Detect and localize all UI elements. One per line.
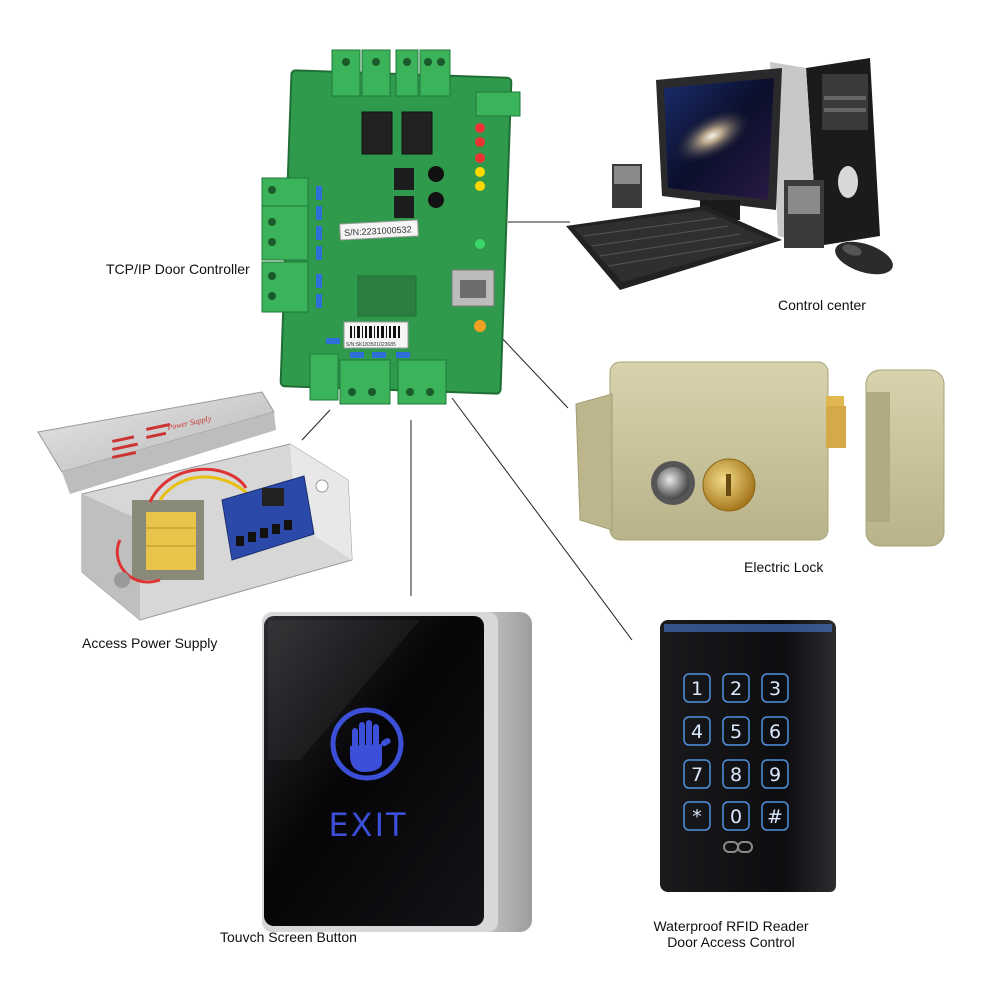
svg-text:5: 5 — [730, 721, 742, 743]
line-to-rfid-reader — [451, 397, 633, 641]
label-rfid-line1: Waterproof RFID Reader — [653, 918, 809, 934]
electric-lock — [575, 361, 945, 547]
control-center-pc — [566, 58, 893, 290]
label-controller: TCP/IP Door Controller — [106, 261, 250, 277]
rfid-reader — [660, 620, 836, 892]
line-to-power-supply — [301, 409, 331, 441]
keypad-key-0: 0 — [722, 801, 750, 831]
svg-text:#: # — [767, 806, 783, 828]
svg-text:7: 7 — [691, 764, 703, 786]
keypad-key-2: 2 — [722, 673, 750, 703]
keypad-key-3: 3 — [761, 673, 789, 703]
keypad-key-5: 5 — [722, 716, 750, 746]
svg-text:0: 0 — [730, 806, 742, 828]
label-electric-lock: Electric Lock — [744, 559, 824, 575]
exit-touch-button — [262, 612, 532, 932]
svg-text:6: 6 — [769, 721, 781, 743]
svg-text:9: 9 — [769, 764, 781, 786]
line-to-electric-lock — [499, 335, 569, 409]
svg-text:2: 2 — [730, 678, 742, 700]
hand-icon — [350, 720, 391, 772]
keypad-key-1: 1 — [683, 673, 711, 703]
keypad-key-hash: # — [761, 801, 789, 831]
svg-text:1: 1 — [691, 678, 703, 700]
board-barcode-text: S/N:SK183501023685 — [346, 342, 396, 348]
svg-text:8: 8 — [730, 764, 742, 786]
keypad-key-6: 6 — [761, 716, 789, 746]
controller-board — [261, 49, 521, 405]
svg-text:3: 3 — [769, 678, 781, 700]
label-rfid-line2: Door Access Control — [667, 934, 795, 950]
power-supply — [37, 391, 353, 621]
label-exit-button: Touvch Screen Button — [220, 929, 357, 945]
board-serial-text: S/N:2231000532 — [344, 224, 412, 238]
label-rfid-reader: Waterproof RFID Reader Door Access Contr… — [646, 918, 816, 950]
keypad-key-star: * — [683, 801, 711, 831]
card-icon — [723, 841, 753, 853]
keypad-key-9: 9 — [761, 759, 789, 789]
keypad-key-7: 7 — [683, 759, 711, 789]
svg-text:4: 4 — [691, 721, 703, 743]
keypad-key-8: 8 — [722, 759, 750, 789]
hand-icon-ring — [330, 707, 404, 781]
label-power-supply: Access Power Supply — [82, 635, 218, 651]
svg-text:*: * — [692, 806, 702, 828]
label-control-center: Control center — [778, 297, 866, 313]
exit-text: EXIT — [328, 806, 407, 844]
connector-lines — [301, 221, 633, 641]
keypad: 1 2 3 4 5 6 7 8 9 * 0 # — [683, 673, 789, 831]
keypad-key-4: 4 — [683, 716, 711, 746]
